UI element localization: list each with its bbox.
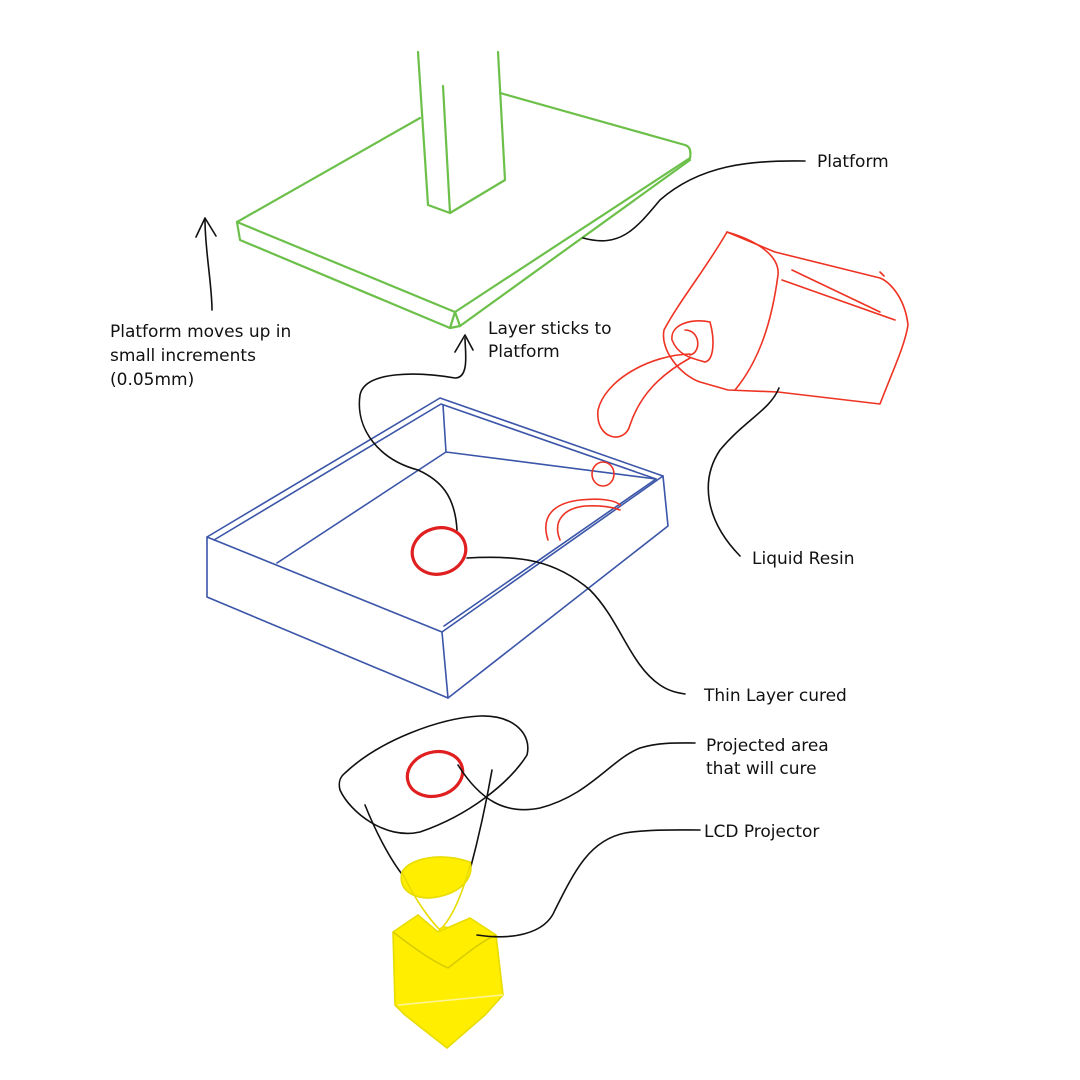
platform-up-arrow <box>195 217 217 311</box>
leader-lines <box>358 160 806 938</box>
layer-sticks-label-line1: Layer sticks to <box>488 319 612 339</box>
platform-moves-label-line2: small increments <box>110 346 256 366</box>
layer-sticks-leader <box>358 337 467 531</box>
labels: Platform Platform moves up in small incr… <box>110 152 889 842</box>
platform-leader <box>582 160 806 242</box>
lcd-projector <box>392 856 504 1050</box>
projected-area-label-line1: Projected area <box>706 736 829 756</box>
thin-layer-label: Thin Layer cured <box>703 686 847 706</box>
lcd-projector-label: LCD Projector <box>704 822 819 842</box>
resin-bottle-pour <box>545 231 909 541</box>
projected-area <box>338 715 529 879</box>
projected-area-label-line2: that will cure <box>706 759 817 779</box>
cured-layer-circle <box>410 526 468 576</box>
layer-sticks-label-line2: Platform <box>488 342 560 362</box>
platform-moves-label-line1: Platform moves up in <box>110 322 291 342</box>
resin-vat <box>206 397 669 699</box>
lcd-projector-leader <box>476 829 701 938</box>
thin-layer-leader <box>466 556 686 695</box>
liquid-resin-leader <box>707 387 780 557</box>
platform-moves-label-line3: (0.05mm) <box>110 370 194 390</box>
build-platform <box>235 50 692 330</box>
platform-label: Platform <box>817 152 889 172</box>
liquid-resin-label: Liquid Resin <box>752 549 855 569</box>
projected-area-leader <box>457 742 696 811</box>
